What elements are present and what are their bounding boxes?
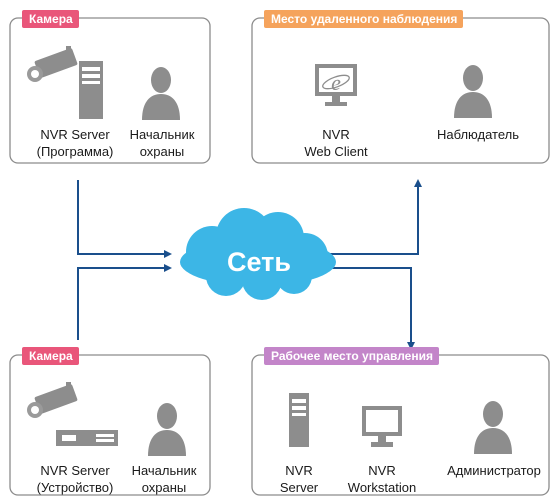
person-icon <box>142 67 180 120</box>
observer-label: Наблюдатель <box>436 127 520 142</box>
nvr-device-icon <box>56 430 118 446</box>
nvr-server-admin-label: NVR Server <box>270 462 328 496</box>
arrow-network-to-remote <box>328 179 422 255</box>
arrow-camera-bottom-to-network <box>77 264 172 340</box>
nvr-web-client-label-line1: NVR <box>322 127 350 142</box>
remote-site-tag: Место удаленного наблюдения <box>264 10 464 28</box>
nvr-server-admin-label-line1: NVR <box>285 463 313 478</box>
security-camera-icon <box>27 46 78 82</box>
cloud-icon <box>180 208 336 300</box>
security-chief-bottom-label-line1: Начальник <box>131 463 197 478</box>
workstation-monitor-icon <box>362 406 402 447</box>
person-icon <box>148 403 186 456</box>
admin-site-tag: Рабочее место управления <box>264 347 439 365</box>
security-chief-top-label: Начальник охраны <box>122 126 202 160</box>
nvr-server-software-label-line1: NVR Server <box>40 127 110 142</box>
nvr-web-client-label: NVR Web Client <box>296 126 376 160</box>
nvr-web-client-label-line2: Web Client <box>304 144 368 159</box>
nvr-server-device-label-line1: NVR Server <box>40 463 110 478</box>
person-icon <box>474 401 512 454</box>
security-camera-icon <box>27 382 78 418</box>
camera-bottom-tag: Камера <box>22 347 79 365</box>
security-chief-top-label-line2: охраны <box>139 144 185 159</box>
monitor-browser-icon: e <box>315 64 357 106</box>
server-tower-icon <box>289 393 309 447</box>
arrow-camera-top-to-network <box>77 180 172 258</box>
camera-top-tag: Камера <box>22 10 79 28</box>
nvr-server-device-label: NVR Server (Устройство) <box>20 462 130 496</box>
person-icon <box>454 65 492 118</box>
nvr-server-software-label-line2: (Программа) <box>36 144 114 159</box>
nvr-workstation-label-line1: NVR <box>368 463 396 478</box>
nvr-workstation-label: NVR Workstation <box>342 462 422 496</box>
nvr-workstation-label-line2: Workstation <box>347 480 417 495</box>
security-chief-bottom-label-line2: охраны <box>141 480 187 495</box>
svg-text:e: e <box>331 70 341 95</box>
security-chief-bottom-label: Начальник охраны <box>124 462 204 496</box>
nvr-server-software-label: NVR Server (Программа) <box>20 126 130 160</box>
nvr-server-admin-label-line2: Server <box>279 480 319 495</box>
nvr-server-device-label-line2: (Устройство) <box>36 480 114 495</box>
arrow-network-to-admin <box>328 267 415 350</box>
network-label: Сеть <box>227 247 291 277</box>
administrator-label: Администратор <box>447 463 541 478</box>
server-tower-icon <box>79 61 103 119</box>
security-chief-top-label-line1: Начальник <box>129 127 195 142</box>
